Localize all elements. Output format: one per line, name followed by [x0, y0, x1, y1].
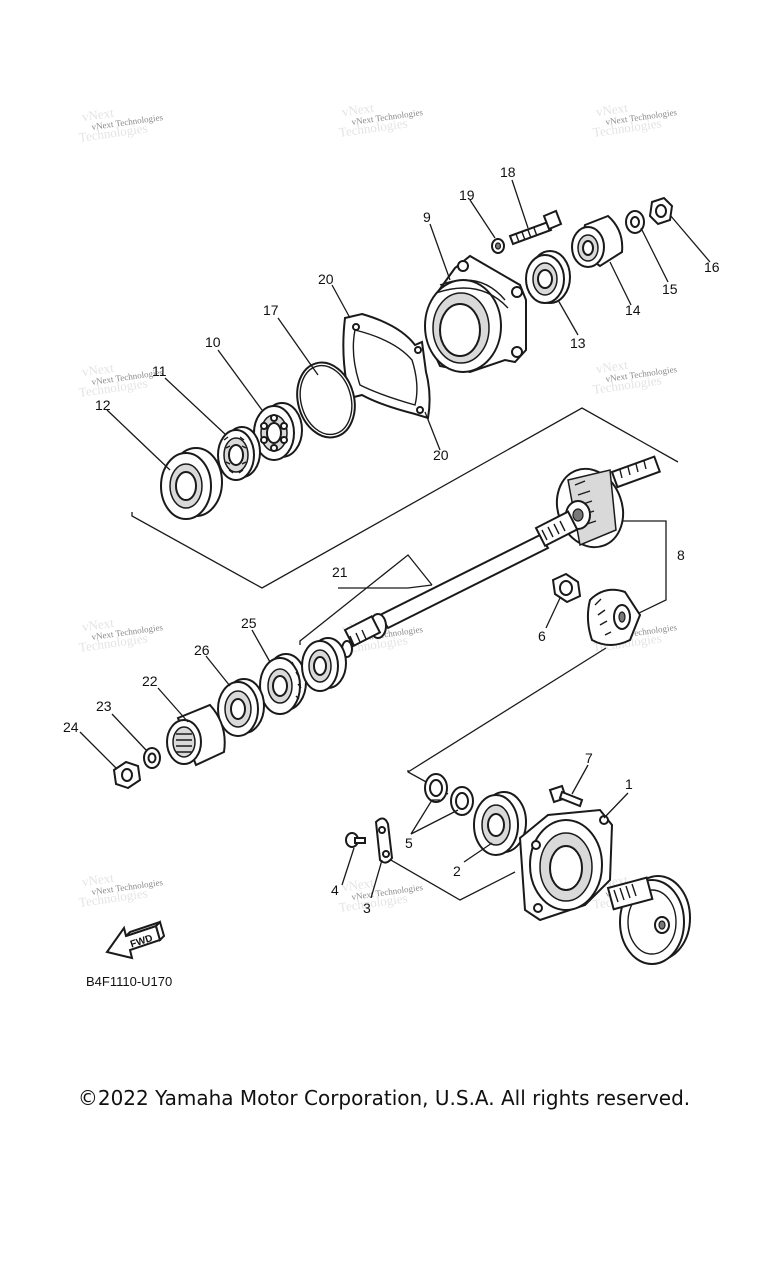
callout-1: 1 — [625, 776, 633, 792]
callout-6: 6 — [538, 628, 546, 644]
part-26-seal — [217, 678, 265, 737]
svg-text:vNext: vNext — [81, 105, 115, 124]
svg-text:vNext: vNext — [81, 870, 115, 889]
part-7-bolt — [548, 784, 584, 808]
group-brackets — [131, 407, 679, 901]
callout-26: 26 — [194, 642, 210, 658]
callout-20b: 20 — [433, 447, 449, 463]
part-24-nut — [112, 760, 142, 790]
part-22-coupling — [166, 703, 226, 767]
part-21-drive-shaft — [341, 510, 579, 658]
callout-5: 5 — [405, 835, 413, 851]
part-18-bolt — [508, 209, 563, 246]
callout-13: 13 — [570, 335, 586, 351]
part-shaft-bearing — [301, 637, 347, 692]
callout-23: 23 — [96, 698, 112, 714]
callout-8: 8 — [677, 547, 685, 563]
callout-18: 18 — [500, 164, 516, 180]
callout-7: 7 — [585, 750, 593, 766]
callout-19: 19 — [459, 187, 475, 203]
part-driven-gear — [606, 875, 691, 965]
part-4-screw — [345, 832, 366, 848]
callout-25: 25 — [241, 615, 257, 631]
callouts: 1 2 3 4 5 6 7 8 9 10 11 12 13 14 15 16 1… — [63, 164, 720, 916]
copyright-notice: ©2022 Yamaha Motor Corporation, U.S.A. A… — [77, 1086, 691, 1110]
part-9-housing — [424, 254, 527, 374]
part-11-splined-collar — [217, 426, 261, 481]
part-17-o-ring — [296, 361, 356, 439]
part-23-washer — [143, 747, 161, 769]
callout-20a: 20 — [318, 271, 334, 287]
callout-9: 9 — [423, 209, 431, 225]
part-16-nut — [648, 196, 674, 226]
part-10-bearing — [253, 402, 303, 461]
part-12-seal — [160, 447, 223, 520]
callout-4: 4 — [331, 882, 339, 898]
part-2-bearing — [473, 791, 527, 856]
part-13-bearing — [525, 250, 571, 304]
part-19-washer — [491, 238, 505, 254]
svg-text:vNext: vNext — [595, 357, 629, 376]
part-15-washer — [625, 210, 645, 234]
part-5-shims — [424, 773, 474, 816]
part-6-nut — [551, 572, 582, 604]
callout-21: 21 — [332, 564, 348, 580]
part-20-gasket — [342, 312, 431, 420]
part-25-splined-collar — [259, 653, 307, 715]
callout-3: 3 — [363, 900, 371, 916]
part-8-gear-set — [555, 455, 662, 646]
part-3-lock-plate — [374, 817, 394, 864]
svg-text:vNext: vNext — [595, 100, 629, 119]
part-1-bearing-housing — [518, 808, 614, 922]
svg-text:vNext: vNext — [81, 615, 115, 634]
callout-22: 22 — [142, 673, 158, 689]
callout-2: 2 — [453, 863, 461, 879]
svg-text:vNext: vNext — [81, 360, 115, 379]
callout-10: 10 — [205, 334, 221, 350]
part-14-coupling — [571, 214, 624, 268]
callout-11: 11 — [152, 363, 167, 379]
callout-17: 17 — [263, 302, 279, 318]
fwd-arrow-icon: FWD — [105, 920, 166, 960]
callout-15: 15 — [662, 281, 678, 297]
callout-14: 14 — [625, 302, 641, 318]
svg-text:vNext: vNext — [341, 100, 375, 119]
callout-24: 24 — [63, 719, 79, 735]
callout-16: 16 — [704, 259, 720, 275]
callout-leaders — [79, 179, 711, 899]
callout-12: 12 — [95, 397, 111, 413]
svg-text:vNext: vNext — [341, 875, 375, 894]
diagram-code: B4F1110-U170 — [86, 974, 172, 989]
